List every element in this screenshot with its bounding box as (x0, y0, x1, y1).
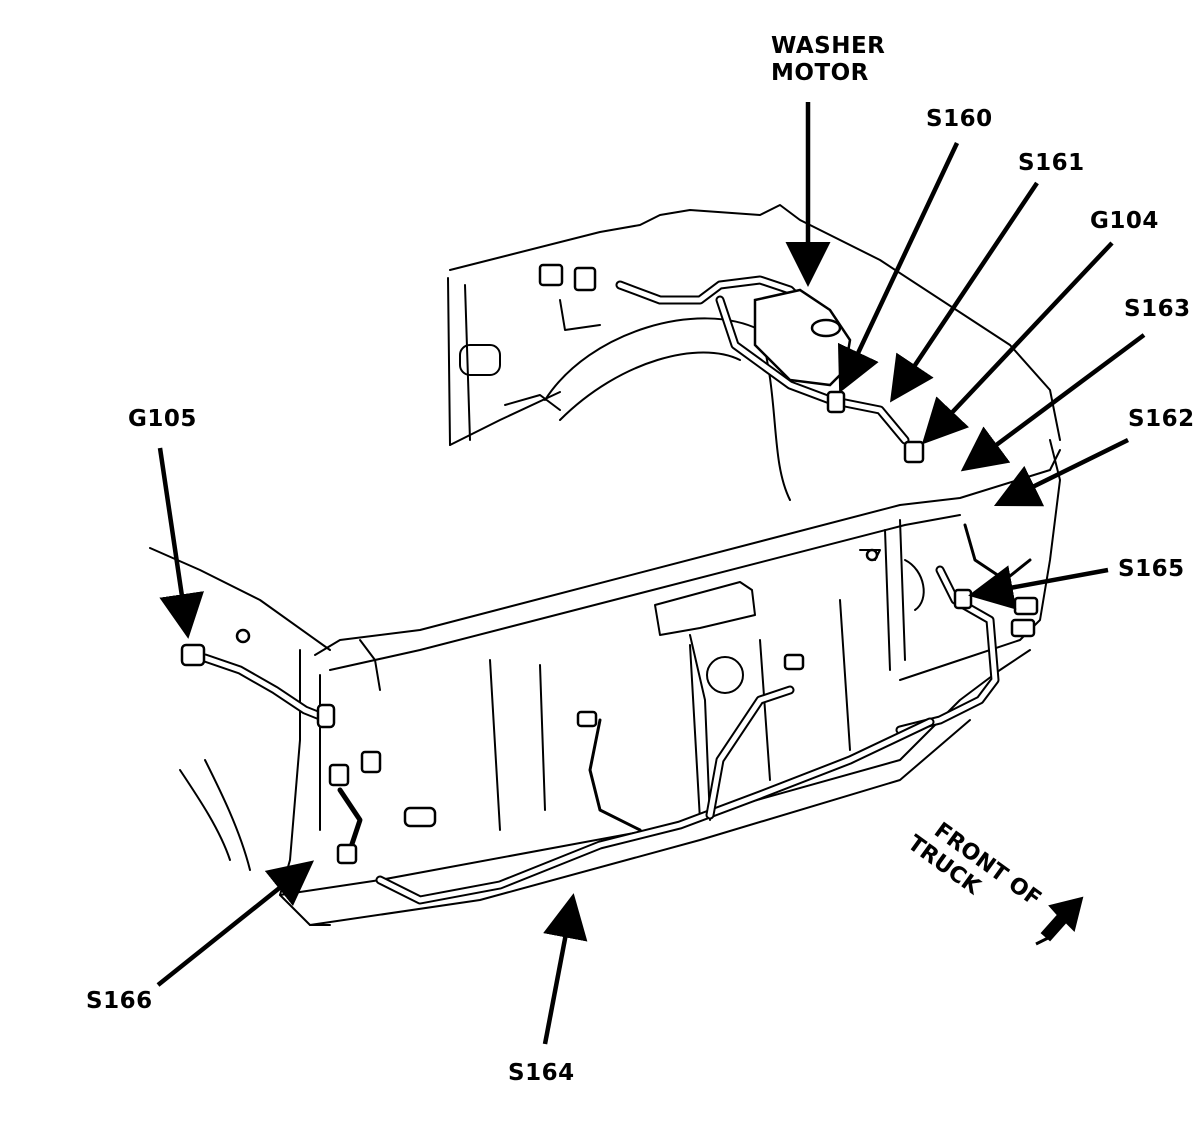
arrow-s164 (542, 893, 588, 1045)
arrow-s160 (837, 142, 960, 394)
label-s166: S166 (86, 988, 153, 1014)
right-fender (899, 439, 1061, 681)
wiring-harness (200, 275, 1032, 905)
inner-fender (544, 317, 791, 501)
label-g104: G104 (1090, 208, 1159, 234)
label-s165: S165 (1118, 556, 1185, 582)
arrow-s166 (156, 860, 315, 987)
connectors (180, 263, 1039, 865)
harness-left-branch (337, 787, 363, 853)
label-washer-motor: WASHER MOTOR (771, 33, 885, 87)
label-g105: G105 (128, 406, 197, 432)
callout-arrows (156, 102, 1146, 1045)
arrow-s165 (968, 565, 1109, 610)
direction-arrow-icon (1035, 896, 1084, 946)
label-s162: S162 (1128, 406, 1195, 432)
arrow-g105 (157, 447, 204, 639)
washer-reservoir (753, 288, 852, 387)
harness-lower-front (375, 717, 935, 905)
arrow-s162 (993, 437, 1129, 507)
label-s160: S160 (926, 106, 993, 132)
arrow-s161 (889, 181, 1039, 403)
label-washer-motor-line1: WASHER (771, 33, 886, 59)
label-s164: S164 (508, 1060, 575, 1086)
label-s161: S161 (1018, 150, 1085, 176)
firewall (449, 204, 1061, 441)
upper-radiator-support (314, 449, 1061, 656)
vehicle-body (149, 204, 1061, 926)
label-washer-motor-line2: MOTOR (771, 60, 869, 86)
arrow-g104 (921, 241, 1114, 445)
hood-latch-bracket (654, 581, 756, 636)
arrow-s163 (960, 333, 1146, 472)
label-s163: S163 (1124, 296, 1191, 322)
